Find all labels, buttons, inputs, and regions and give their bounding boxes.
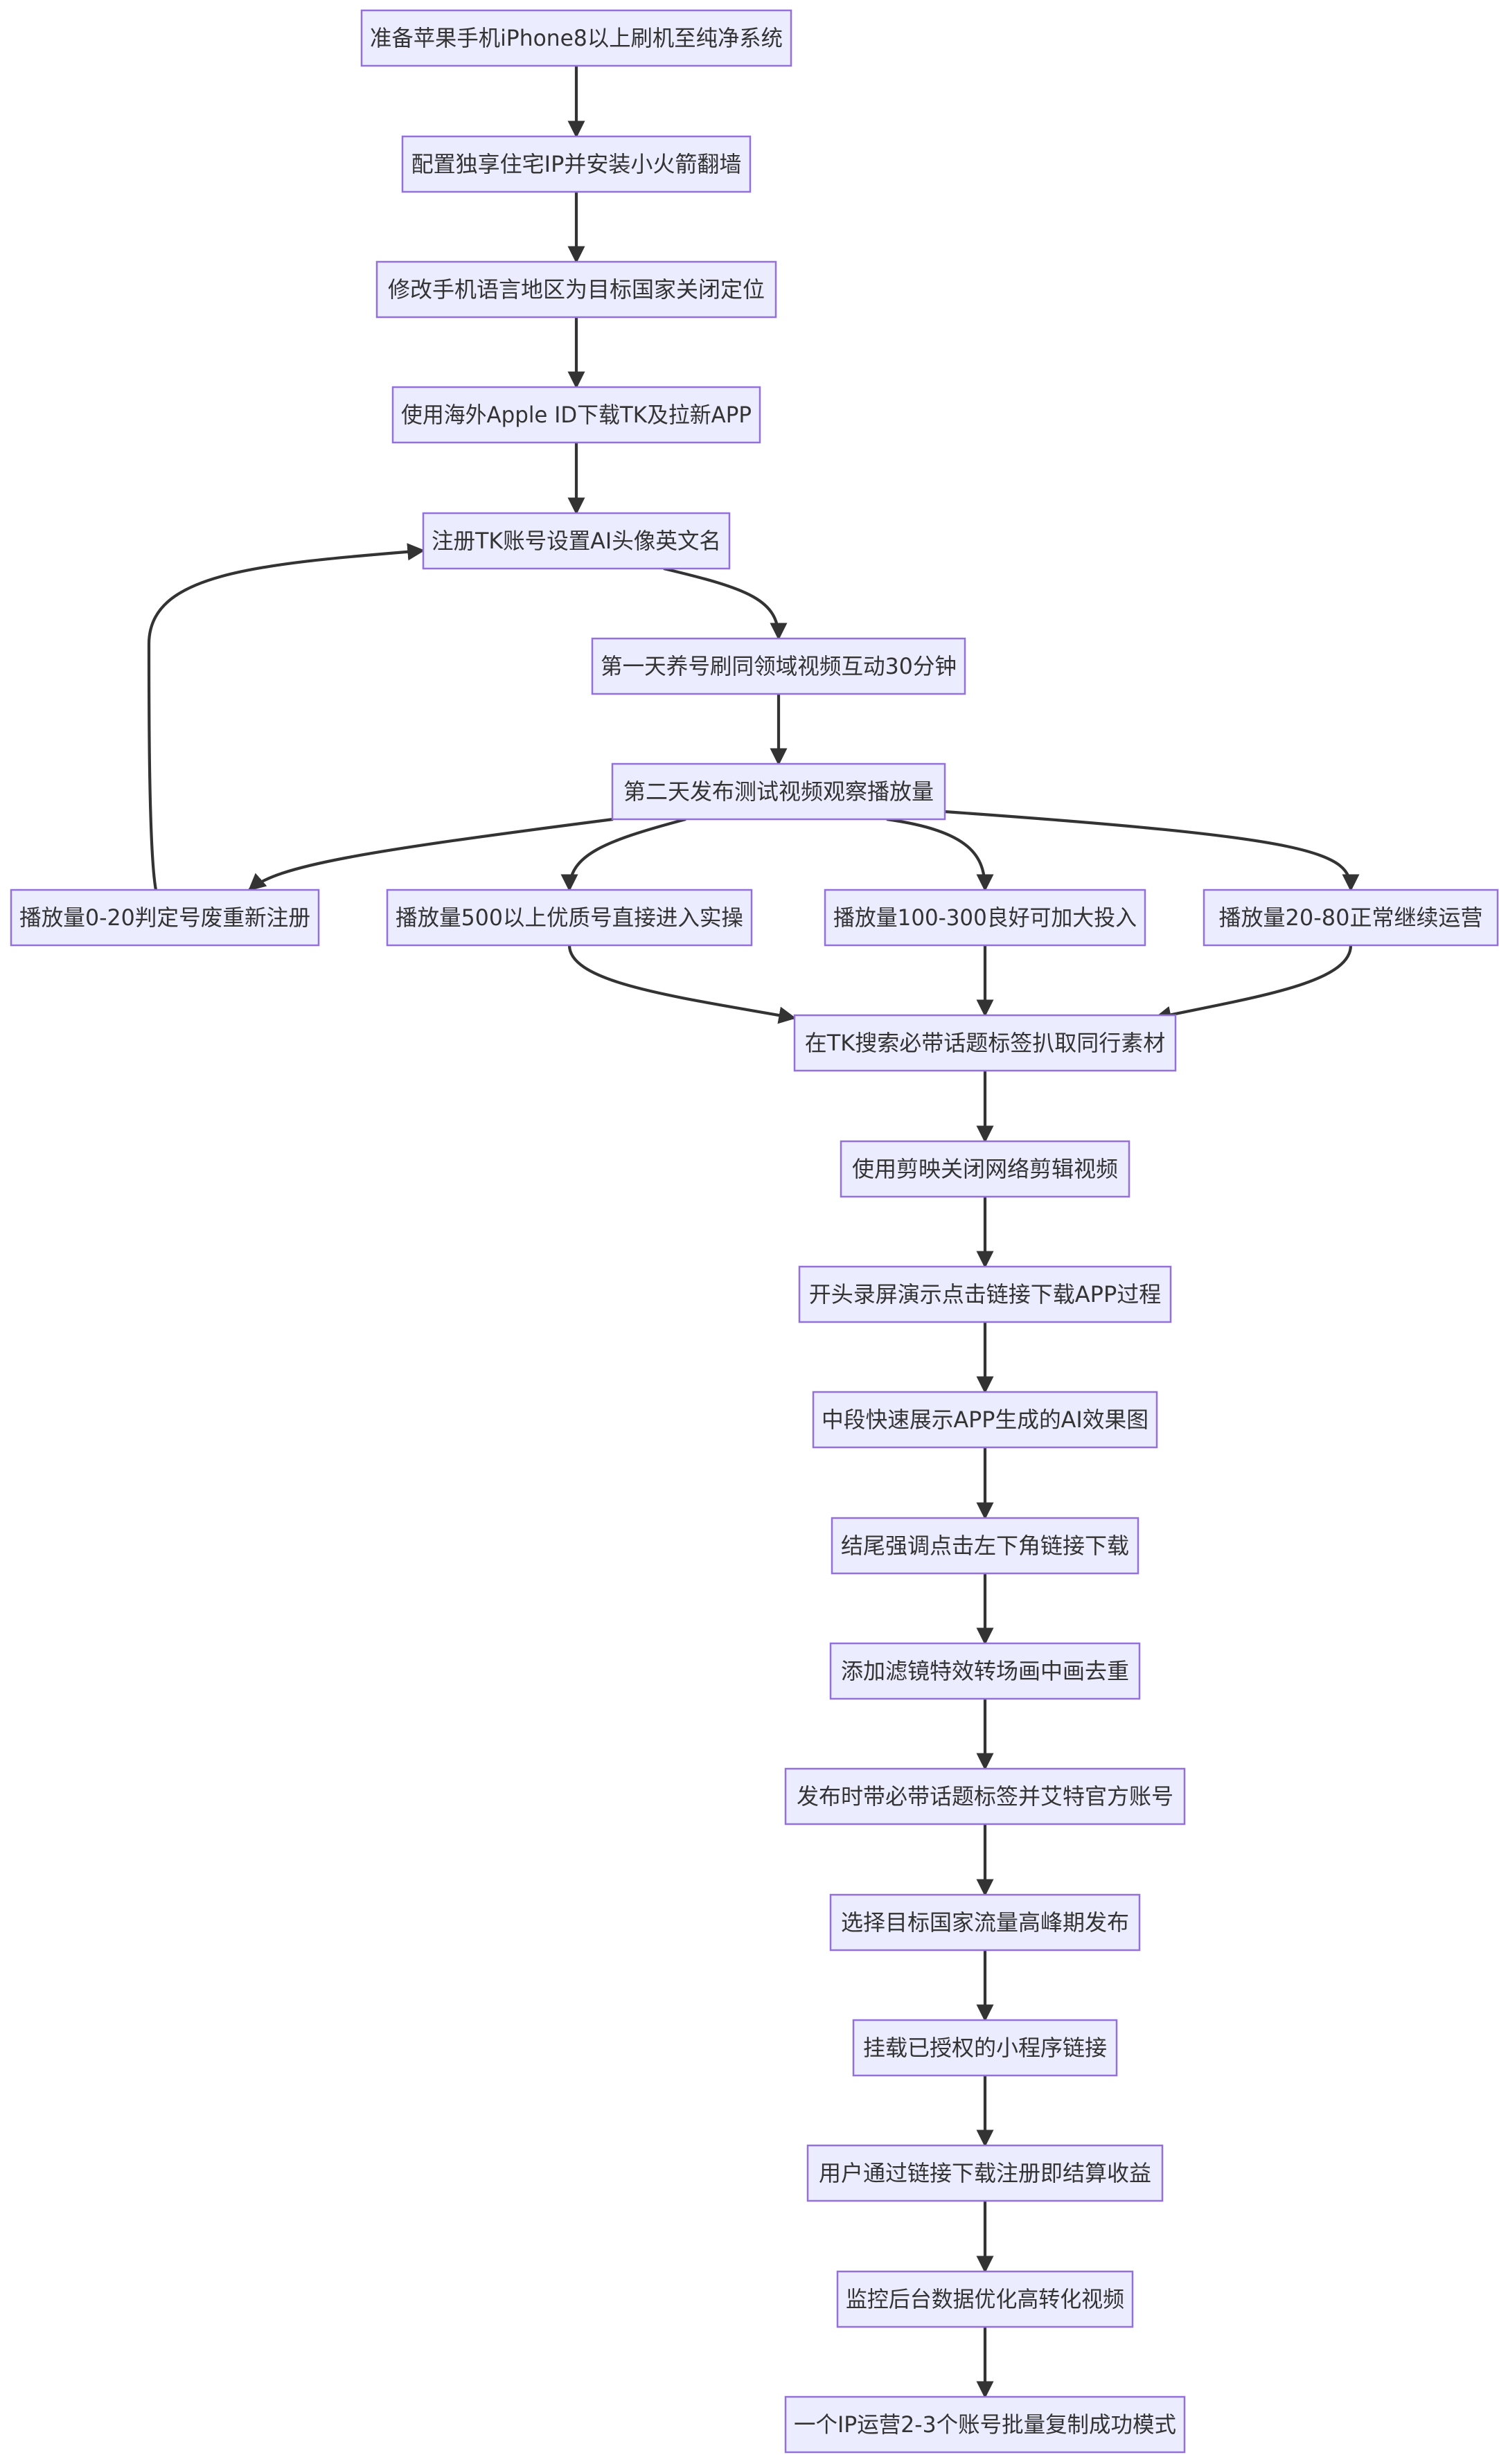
node-box bbox=[829, 1642, 1141, 1700]
edges-layer bbox=[147, 66, 1360, 2399]
node-box bbox=[784, 1767, 1186, 1825]
node-box bbox=[829, 1893, 1141, 1952]
node-label: 配置独享住宅IP并安装小火箭翻墙 bbox=[411, 151, 742, 177]
flow-node-n1: 准备苹果手机iPhone8以上刷机至纯净系统 bbox=[360, 9, 792, 67]
node-box bbox=[391, 386, 761, 444]
node-label: 第二天发布测试视频观察播放量 bbox=[623, 778, 934, 805]
node-label: 注册TK账号设置AI头像英文名 bbox=[432, 528, 721, 554]
flow-node-n15: 中段快速展示APP生成的AI效果图 bbox=[812, 1391, 1158, 1449]
flow-node-n2: 配置独享住宅IP并安装小火箭翻墙 bbox=[401, 135, 752, 193]
flow-node-n14: 开头录屏演示点击链接下载APP过程 bbox=[798, 1265, 1172, 1323]
node-label: 播放量20-80正常继续运营 bbox=[1219, 904, 1483, 931]
node-box bbox=[852, 2019, 1118, 2077]
flow-node-n7: 第二天发布测试视频观察播放量 bbox=[611, 762, 946, 821]
nodes-layer: 准备苹果手机iPhone8以上刷机至纯净系统配置独享住宅IP并安装小火箭翻墙修改… bbox=[10, 9, 1499, 2454]
flow-node-n8: 播放量0-20判定号废重新注册 bbox=[10, 889, 320, 947]
node-box bbox=[806, 2144, 1164, 2202]
edge-n8-n5 bbox=[147, 543, 425, 891]
node-label: 中段快速展示APP生成的AI效果图 bbox=[822, 1407, 1148, 1433]
flow-node-n18: 发布时带必带话题标签并艾特官方账号 bbox=[784, 1767, 1186, 1825]
node-box bbox=[375, 260, 777, 319]
flow-node-n6: 第一天养号刷同领域视频互动30分钟 bbox=[591, 637, 966, 695]
node-label: 修改手机语言地区为目标国家关闭定位 bbox=[388, 276, 765, 303]
node-label: 开头录屏演示点击链接下载APP过程 bbox=[809, 1281, 1162, 1307]
edge-n7-n8 bbox=[248, 817, 614, 891]
node-label: 挂载已授权的小程序链接 bbox=[863, 2035, 1107, 2061]
flow-node-n22: 监控后台数据优化高转化视频 bbox=[836, 2270, 1134, 2328]
node-box bbox=[836, 2270, 1134, 2328]
flow-node-n23: 一个IP运营2-3个账号批量复制成功模式 bbox=[784, 2395, 1186, 2454]
flow-node-n16: 结尾强调点击左下角链接下载 bbox=[831, 1517, 1139, 1575]
flow-node-n20: 挂载已授权的小程序链接 bbox=[852, 2019, 1118, 2077]
node-label: 结尾强调点击左下角链接下载 bbox=[841, 1533, 1129, 1559]
node-label: 使用剪映关闭网络剪辑视频 bbox=[852, 1156, 1118, 1182]
flow-node-n3: 修改手机语言地区为目标国家关闭定位 bbox=[375, 260, 777, 319]
node-label: 监控后台数据优化高转化视频 bbox=[846, 2286, 1124, 2312]
node-label: 第一天养号刷同领域视频互动30分钟 bbox=[601, 653, 957, 679]
node-label: 播放量100-300良好可加大投入 bbox=[833, 904, 1137, 931]
node-label: 发布时带必带话题标签并艾特官方账号 bbox=[797, 1783, 1173, 1810]
edge-n7-n9 bbox=[560, 817, 686, 892]
node-box bbox=[798, 1265, 1172, 1323]
flow-node-n5: 注册TK账号设置AI头像英文名 bbox=[422, 512, 731, 570]
flow-node-n12: 在TK搜索必带话题标签扒取同行素材 bbox=[793, 1014, 1177, 1072]
node-box bbox=[401, 135, 752, 193]
node-label: 添加滤镜特效转场画中画去重 bbox=[841, 1658, 1129, 1684]
node-box bbox=[422, 512, 731, 570]
flow-node-n11: 播放量20-80正常继续运营 bbox=[1203, 889, 1499, 947]
node-box bbox=[784, 2395, 1186, 2454]
node-box bbox=[840, 1140, 1130, 1198]
node-box bbox=[831, 1517, 1139, 1575]
flow-node-n21: 用户通过链接下载注册即结算收益 bbox=[806, 2144, 1164, 2202]
node-box bbox=[611, 762, 946, 821]
flow-node-n19: 选择目标国家流量高峰期发布 bbox=[829, 1893, 1141, 1952]
node-label: 使用海外Apple ID下载TK及拉新APP bbox=[401, 402, 752, 428]
node-label: 一个IP运营2-3个账号批量复制成功模式 bbox=[794, 2411, 1176, 2438]
node-label: 准备苹果手机iPhone8以上刷机至纯净系统 bbox=[370, 25, 783, 51]
node-box bbox=[591, 637, 966, 695]
flow-node-n4: 使用海外Apple ID下载TK及拉新APP bbox=[391, 386, 761, 444]
flow-node-n17: 添加滤镜特效转场画中画去重 bbox=[829, 1642, 1141, 1700]
node-label: 播放量500以上优质号直接进入实操 bbox=[396, 904, 743, 931]
edge-n9-n12 bbox=[567, 945, 797, 1024]
node-box bbox=[824, 889, 1146, 947]
node-box bbox=[793, 1014, 1177, 1072]
node-label: 播放量0-20判定号废重新注册 bbox=[19, 904, 310, 931]
node-box bbox=[360, 9, 792, 67]
edge-n11-n12 bbox=[1153, 945, 1353, 1024]
flow-node-n13: 使用剪映关闭网络剪辑视频 bbox=[840, 1140, 1130, 1198]
node-label: 选择目标国家流量高峰期发布 bbox=[841, 1909, 1129, 1936]
node-label: 用户通过链接下载注册即结算收益 bbox=[819, 2160, 1151, 2186]
node-box bbox=[1203, 889, 1499, 947]
flow-node-n9: 播放量500以上优质号直接进入实操 bbox=[386, 889, 753, 947]
node-box bbox=[386, 889, 753, 947]
flow-node-n10: 播放量100-300良好可加大投入 bbox=[824, 889, 1146, 947]
node-box bbox=[812, 1391, 1158, 1449]
edge-n7-n11 bbox=[944, 810, 1360, 892]
node-label: 在TK搜索必带话题标签扒取同行素材 bbox=[805, 1030, 1166, 1056]
edge-n5-n6 bbox=[663, 566, 788, 641]
edge-n7-n10 bbox=[886, 817, 994, 892]
node-box bbox=[10, 889, 320, 947]
